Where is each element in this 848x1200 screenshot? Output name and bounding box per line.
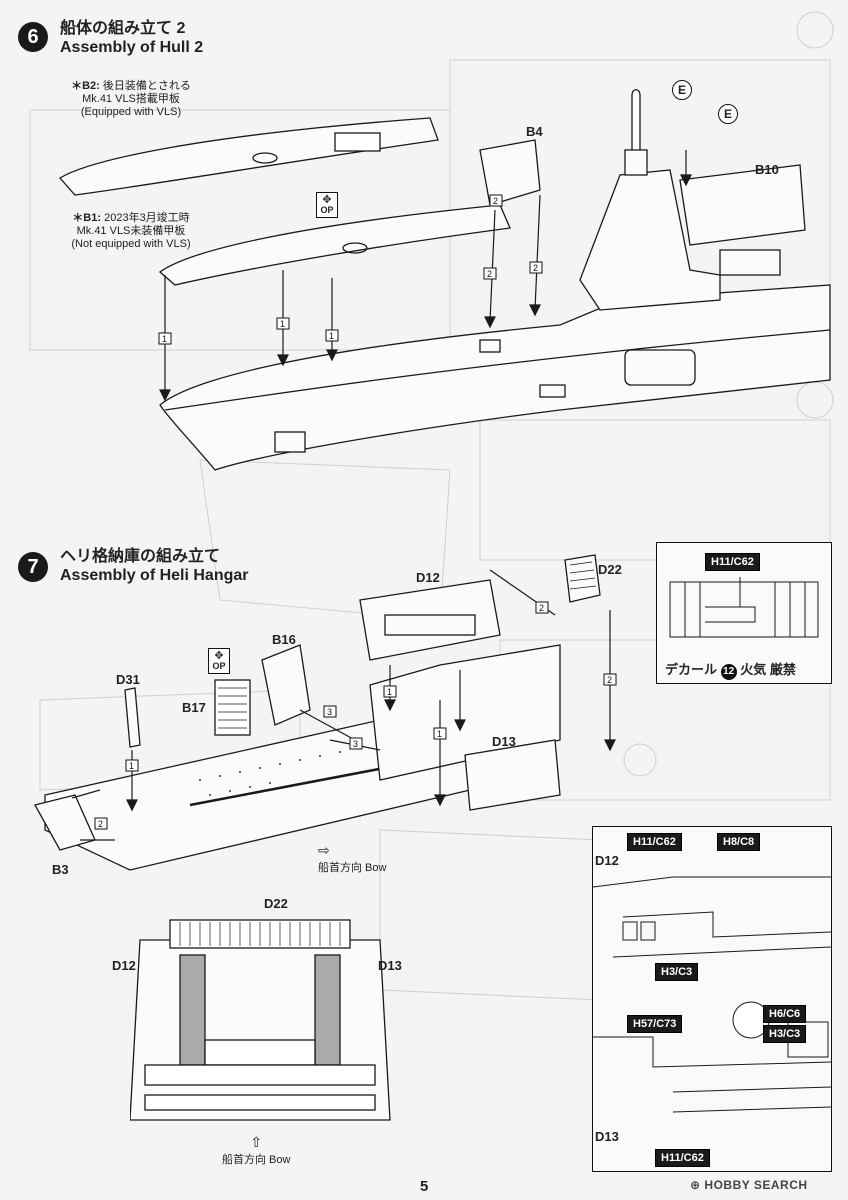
part-label-b3: B3 [52, 862, 69, 877]
arrow-label-1a: 1 [162, 334, 167, 344]
arrow-label-7-1c: 1 [437, 729, 442, 739]
decal-caption-suffix: 火気 厳禁 [740, 662, 796, 677]
note-b1-mark: ＊B1: [72, 212, 102, 224]
paint-tag-h8: H8/C8 [717, 833, 761, 851]
op-badge-step7: ✥OP [208, 648, 230, 674]
page-number: 5 [420, 1178, 429, 1195]
arrow-label-7-3b: 3 [353, 739, 358, 749]
hull-assembly-drawing: 1 1 1 2 2 2 [58, 89, 831, 471]
part-label-d22: D22 [598, 562, 622, 577]
part-label-b17: B17 [182, 700, 206, 715]
deck-b2 [58, 117, 439, 196]
decal-caption: デカール 12 火気 厳禁 [665, 659, 796, 680]
arrow-label-2b: 2 [533, 263, 538, 273]
step-6-number: 6 [18, 22, 48, 52]
part-label-b4: B4 [526, 124, 543, 139]
step-7-number: 7 [18, 552, 48, 582]
bow-direction-front: ⇧ 船首方向 Bow [222, 1134, 291, 1166]
part-label-d13: D13 [492, 734, 516, 749]
note-b1-line2: Mk.41 VLS未装備甲板 [76, 225, 186, 237]
part-b4-panel [479, 139, 541, 206]
front-label-d13: D13 [378, 958, 402, 973]
arrow-label-7-1a: 1 [129, 761, 134, 771]
decal-caption-prefix: デカール [665, 662, 718, 677]
bow-direction-step7: ⇨ 船首方向 Bow [318, 842, 387, 874]
step-7-title-en: Assembly of Heli Hangar [60, 567, 249, 584]
step-7-title-jp: ヘリ格納庫の組み立て [60, 548, 221, 565]
part-d13 [464, 739, 561, 811]
decal-callout: H11/C62 デカール 12 火気 厳禁 [656, 542, 832, 684]
note-b2-line3: (Equipped with VLS) [80, 106, 182, 118]
paint-tag-h57: H57/C73 [627, 1015, 683, 1033]
arrow-label-7-2a: 2 [539, 603, 544, 613]
bow-arrow-icon: ⇨ [318, 842, 330, 858]
arrow-label-2a: 2 [487, 269, 492, 279]
note-b2: ＊B2: 後日装備とされる Mk.41 VLS搭載甲板 (Equipped wi… [36, 80, 226, 119]
part-b16 [261, 644, 311, 726]
paint-tag-h11-top: H11/C62 [627, 833, 682, 851]
hangar-front-view [130, 919, 391, 1121]
step-6-title-jp: 船体の組み立て 2 [60, 20, 186, 37]
note-b1: ＊B1: 2023年3月竣工時 Mk.41 VLS未装備甲板 (Not equi… [36, 212, 226, 251]
part-d22 [564, 554, 601, 603]
paint-tag-h3-left: H3/C3 [655, 963, 699, 981]
hangar-body [369, 644, 561, 781]
bow-up-arrow-icon: ⇧ [250, 1134, 263, 1150]
note-b2-mark: ＊B2: [71, 80, 100, 92]
front-label-d22: D22 [264, 896, 288, 911]
arrow-label-7-1b: 1 [387, 687, 392, 697]
note-b1-line3: (Not equipped with VLS) [71, 238, 191, 250]
paint-callout: D12 D13 H11/C62 H8/C8 H3/C3 H6/C6 H3/C3 … [592, 826, 832, 1172]
arrow-label-7-3a: 3 [327, 707, 332, 717]
hull [159, 284, 831, 471]
arrow-label-2c: 2 [493, 196, 498, 206]
arrow-label-7-2c: 2 [98, 819, 103, 829]
watermark-logo-icon: ⊕ [690, 1178, 701, 1192]
paint-detail-drawing [593, 876, 831, 1113]
paint-tag-h11-bottom: H11/C62 [655, 1149, 710, 1167]
paint-label-d12: D12 [595, 853, 619, 868]
note-b2-line2: Mk.41 VLS搭載甲板 [82, 93, 180, 105]
part-label-b16: B16 [272, 632, 296, 647]
part-label-e1: E [672, 80, 692, 100]
deck-b1 [158, 204, 511, 286]
paint-tag-h6: H6/C6 [763, 1005, 807, 1023]
arrow-label-7-2b: 2 [607, 675, 612, 685]
part-d12 [359, 579, 501, 661]
front-label-d12: D12 [112, 958, 136, 973]
watermark: ⊕ HOBBY SEARCH [690, 1178, 808, 1192]
op-badge-step6: ✥OP [316, 192, 338, 218]
part-label-d12: D12 [416, 570, 440, 585]
decal-detail-drawing [669, 577, 819, 638]
note-b2-line1: 後日装備とされる [102, 80, 191, 92]
paint-label-d13: D13 [595, 1129, 619, 1144]
paint-tag-h3-right: H3/C3 [763, 1025, 807, 1043]
part-label-e2: E [718, 104, 738, 124]
hangar-assembly-drawing: 1 1 1 2 2 2 3 3 [34, 554, 617, 871]
part-b17 [214, 679, 251, 736]
note-b1-line1: 2023年3月竣工時 [104, 212, 190, 224]
arrow-label-1c: 1 [329, 331, 334, 341]
step-6-title-en: Assembly of Hull 2 [60, 39, 204, 56]
part-d31 [124, 687, 141, 748]
part-label-d31: D31 [116, 672, 140, 687]
part-label-b10: B10 [755, 162, 779, 177]
decal-number-badge: 12 [720, 664, 737, 680]
decal-callout-tag: H11/C62 [705, 553, 760, 571]
arrow-label-1b: 1 [280, 319, 285, 329]
